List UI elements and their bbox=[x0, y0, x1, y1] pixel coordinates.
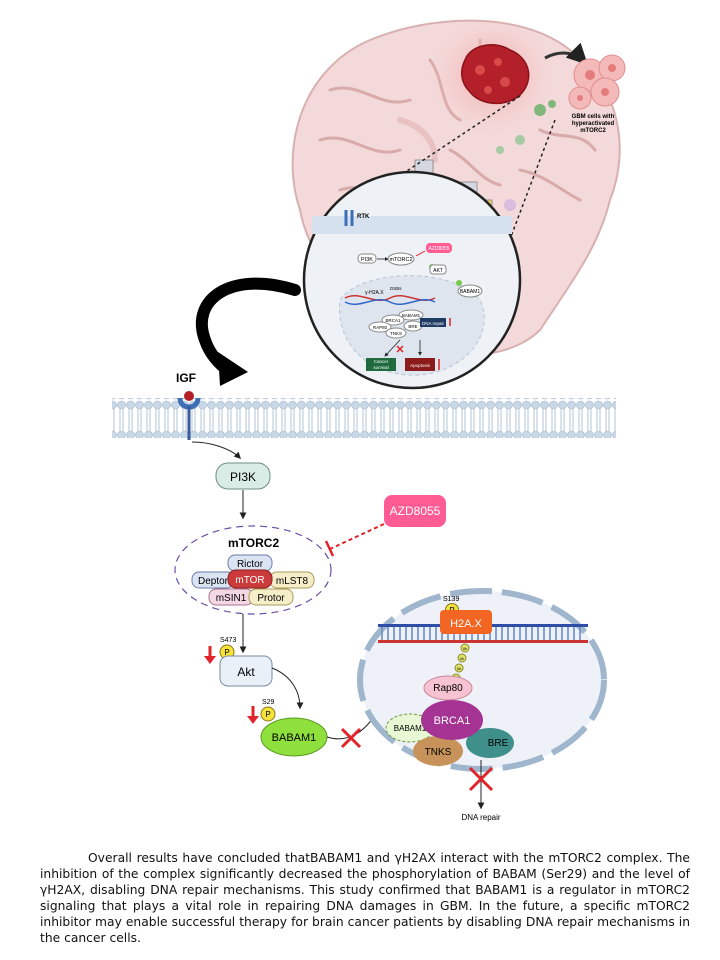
igf-label: IGF bbox=[176, 371, 196, 385]
gbm-cells-cluster bbox=[568, 54, 626, 110]
inset-babam1: BABAM1 bbox=[460, 289, 481, 295]
mlst8-label: mLST8 bbox=[276, 576, 309, 587]
bre-node bbox=[466, 728, 514, 758]
deptor-label: Deptor bbox=[198, 576, 229, 587]
mtorc2-label: mTORC2 bbox=[228, 536, 279, 550]
blocked-x-2 bbox=[468, 766, 494, 792]
babam1-phospho bbox=[260, 706, 276, 722]
bre-label: BRE bbox=[488, 738, 509, 749]
inset-babam1-small: BABAM1 bbox=[402, 313, 421, 318]
akt-p-label: P bbox=[224, 648, 229, 657]
mtor-label: mTOR bbox=[235, 575, 264, 586]
brca1-node bbox=[421, 700, 483, 740]
s29-label: S29 bbox=[262, 699, 275, 706]
inset-dna-repair: DNA repair bbox=[422, 321, 445, 326]
inset-circle: RTK PI3K mTORC2 AZD8055 AKT BABAM1 γ-H2A… bbox=[302, 170, 522, 390]
inset-cancer-survival-1: Cancer bbox=[374, 359, 389, 364]
tumor bbox=[460, 44, 530, 104]
ub-label-2: Ub bbox=[460, 657, 465, 661]
inset-dsb: DSBs bbox=[390, 286, 402, 291]
inset-akt: AKT bbox=[433, 268, 443, 274]
s139-label: S139 bbox=[443, 596, 459, 603]
h2ax-label: H2A.X bbox=[450, 618, 482, 630]
msin1-label: mSIN1 bbox=[216, 593, 247, 604]
inset-cancer-survival-2: survival bbox=[373, 365, 388, 370]
rap80-node bbox=[423, 675, 473, 701]
ub-label-1: Ub bbox=[463, 647, 468, 651]
gbm-label-line-2: hyperactivated bbox=[572, 121, 615, 127]
igf-receptor bbox=[177, 391, 201, 440]
s473-label: S473 bbox=[220, 637, 236, 644]
brca1-label: BRCA1 bbox=[434, 715, 471, 727]
azd8055-node bbox=[384, 495, 446, 527]
inset-rtk: RTK bbox=[357, 214, 370, 220]
tnks-node bbox=[413, 736, 463, 766]
akt-node bbox=[219, 655, 273, 687]
ub-label-3: Ub bbox=[457, 667, 462, 671]
gbm-label-line-1: GBM cells with bbox=[572, 114, 615, 120]
pi3k-label: PI3K bbox=[230, 470, 256, 484]
mtorc2-complex bbox=[174, 525, 332, 615]
pi3k-node bbox=[215, 462, 271, 490]
rap80-label: Rap80 bbox=[433, 683, 463, 694]
inhibition-line bbox=[329, 523, 385, 550]
azd8055-label: AZD8055 bbox=[390, 504, 441, 518]
inset-pi3k: PI3K bbox=[361, 257, 373, 263]
h2ax-node bbox=[440, 610, 492, 634]
inset-azd: AZD8055 bbox=[428, 246, 449, 252]
inset-tnks: TNKS bbox=[390, 331, 402, 336]
akt-down-arrow bbox=[204, 656, 216, 664]
inset-apoptosis: Apoptosis bbox=[410, 363, 431, 368]
nucleus-babam1-label: BABAM1 bbox=[394, 724, 427, 733]
inset-h2ax: γ-H2A.X bbox=[365, 290, 384, 296]
inset-mtorc2: mTORC2 bbox=[389, 257, 412, 263]
figure-caption: Overall results have concluded thatBABAM… bbox=[40, 851, 690, 945]
gbm-label-line-3: mTORC2 bbox=[580, 128, 606, 134]
inset-brca1: BRCA1 bbox=[385, 318, 401, 323]
big-curved-arrow bbox=[195, 277, 301, 378]
babam1-p-label: P bbox=[265, 710, 270, 719]
inset-rap80: RAP80 bbox=[373, 325, 388, 330]
dna-repair-label: DNA repair bbox=[461, 813, 500, 822]
tnks-label: TNKS bbox=[425, 747, 452, 758]
babam1-down-arrow bbox=[247, 716, 259, 724]
inset-bre: BRE bbox=[408, 324, 417, 329]
rictor-label: Rictor bbox=[237, 559, 264, 570]
protor-label: Protor bbox=[257, 593, 285, 604]
blocked-x-1 bbox=[340, 727, 362, 749]
akt-label: Akt bbox=[237, 665, 255, 679]
babam1-label: BABAM1 bbox=[272, 732, 317, 744]
